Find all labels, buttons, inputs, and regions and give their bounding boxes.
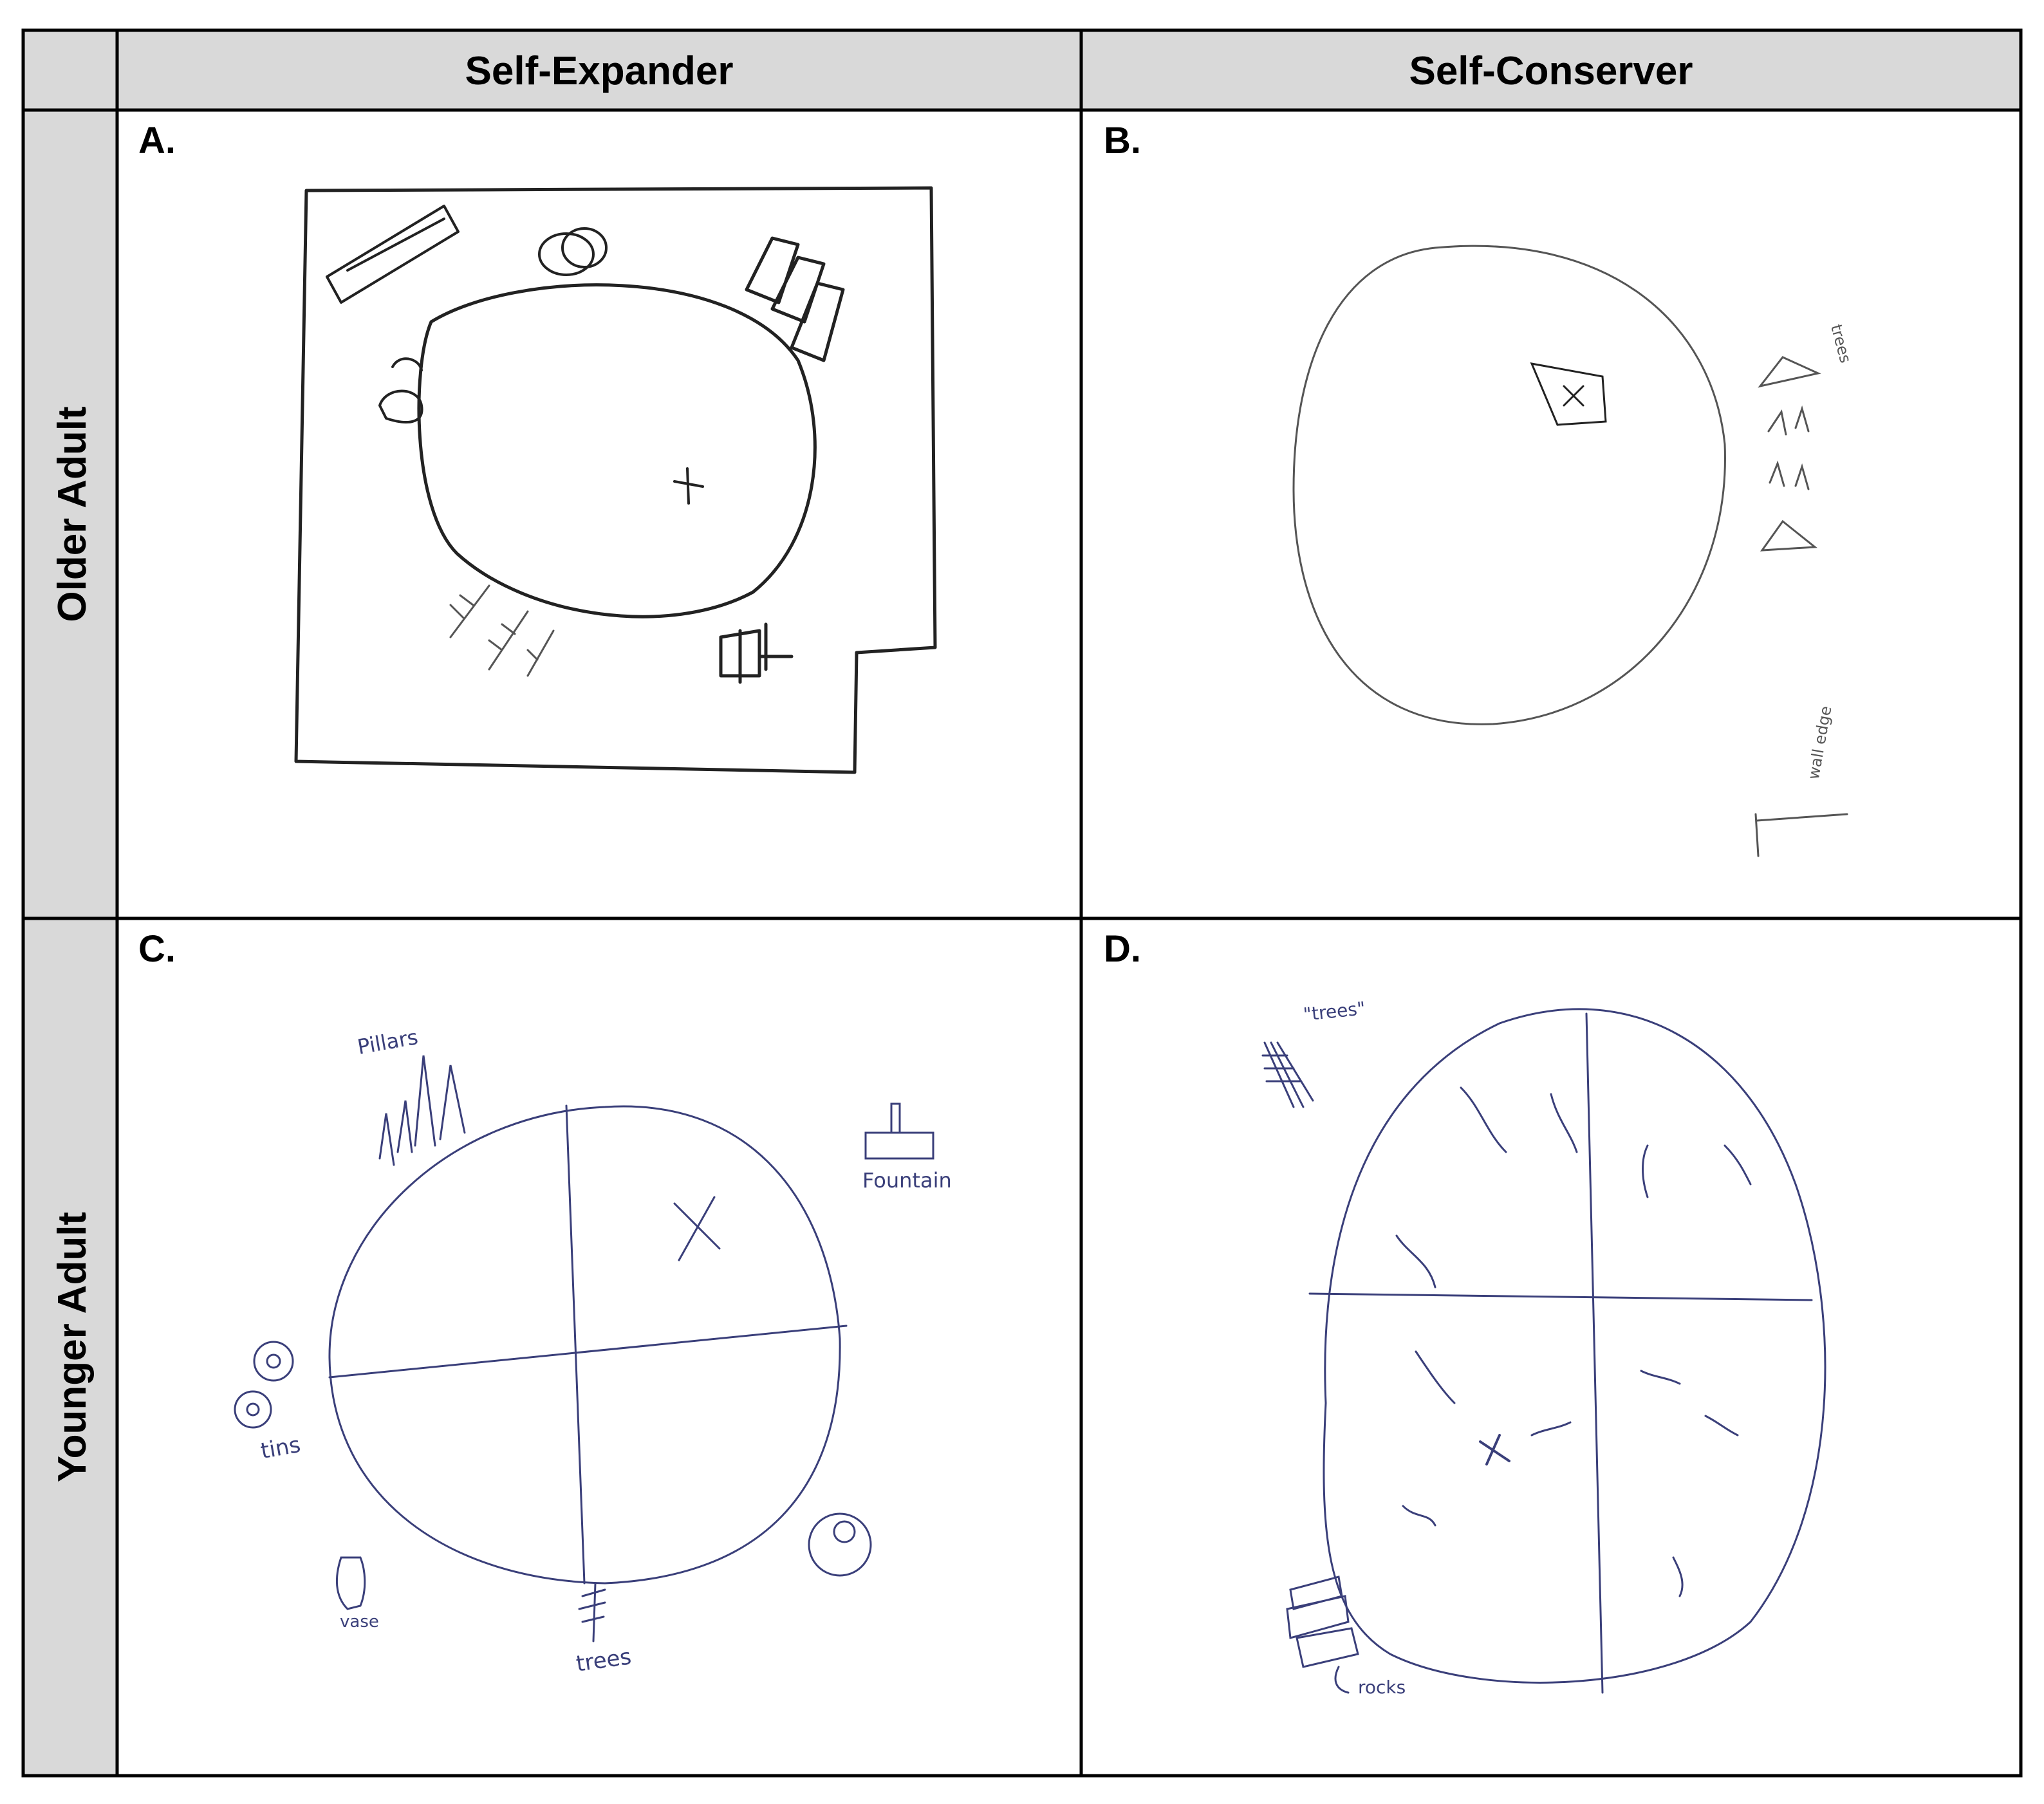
panel-c-drawing <box>234 1055 934 1642</box>
column-header-self-expander: Self-Expander <box>465 49 734 93</box>
quadrant-line-horizontal <box>328 1325 848 1379</box>
pot-icon-inner <box>833 1520 856 1543</box>
quartered-oval <box>1323 1008 1826 1684</box>
panel-b-drawing <box>1292 245 1848 857</box>
wall-edge-icon <box>1754 813 1848 857</box>
start-cross-icon <box>673 1196 721 1261</box>
tin-icon <box>234 1390 272 1429</box>
start-box-icon <box>1530 362 1607 426</box>
circles-icon <box>538 232 595 276</box>
tree-triangle-icon <box>1760 519 1817 552</box>
panel-a-background <box>117 110 1081 918</box>
tin-icon-inner <box>246 1402 260 1417</box>
plaza-outline <box>294 186 937 774</box>
panel-label-a: A. <box>138 120 176 162</box>
panel-b-background <box>1081 110 2021 918</box>
gate-icon <box>719 622 794 684</box>
column-header-self-conserver: Self-Conserver <box>1409 49 1693 93</box>
pillars-icon <box>378 1055 466 1166</box>
start-cross-icon <box>1479 1434 1510 1465</box>
panel-label-b: B. <box>1104 120 1141 162</box>
tree-triangle-icon <box>1758 356 1821 388</box>
row-label-column-background <box>23 30 117 1776</box>
row-header-younger-adult: Younger Adult <box>50 1211 95 1483</box>
trees-sketch-icon <box>1261 1041 1314 1108</box>
tree-triangle-icon <box>1769 460 1810 490</box>
panel-d-background <box>1081 918 2021 1776</box>
central-oval <box>417 283 817 618</box>
bench-icon <box>326 205 460 304</box>
quartered-circle <box>328 1105 841 1585</box>
pillars-icon <box>745 236 845 362</box>
tin-icon-inner <box>266 1353 281 1369</box>
grid-lines <box>21 28 2023 1778</box>
pots-icon <box>378 357 423 423</box>
annotation-vase-c: vase <box>340 1612 379 1632</box>
panel-label-c: C. <box>138 928 176 970</box>
annotation-rocks-d: rocks <box>1358 1677 1406 1698</box>
start-cross-icon <box>673 467 704 505</box>
panel-d-drawing <box>1261 1008 1826 1694</box>
annotation-fountain-c: Fountain <box>862 1168 952 1193</box>
panel-a-drawing <box>294 186 937 774</box>
tree-sketch-icon <box>578 1582 606 1642</box>
panel-c-background <box>117 918 1081 1776</box>
tree-triangle-icon <box>1767 405 1810 436</box>
texture-marks <box>1395 1086 1752 1597</box>
fountain-icon <box>864 1102 934 1160</box>
quadrant-line-vertical <box>565 1104 586 1585</box>
header-row-background <box>23 30 2021 110</box>
central-circle <box>1292 245 1726 725</box>
panel-label-d: D. <box>1104 928 1141 970</box>
trees-sketch-icon <box>449 584 555 677</box>
row-header-older-adult: Older Adult <box>50 406 95 622</box>
circles-icon-inner <box>561 227 608 268</box>
quadrant-line-horizontal <box>1308 1292 1813 1301</box>
quadrant-line-vertical <box>1585 1012 1604 1694</box>
rocks-icon <box>1286 1576 1359 1694</box>
vase-icon <box>335 1556 366 1610</box>
pot-icon <box>808 1512 872 1577</box>
tin-icon <box>253 1341 294 1382</box>
